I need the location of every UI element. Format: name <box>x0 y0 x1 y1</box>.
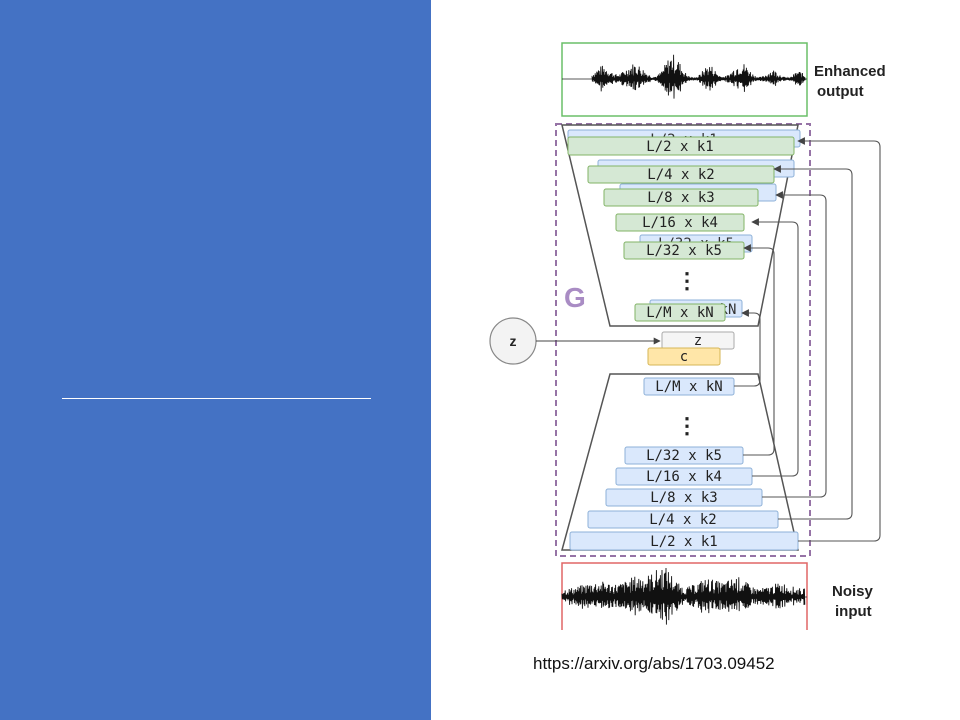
decoder-label-1: L/2 x k1 <box>646 139 713 155</box>
skip-connection-5 <box>743 244 775 456</box>
title-underline <box>62 398 371 399</box>
encoder-funnel-outline <box>561 373 799 551</box>
skip-connection-6 <box>734 309 761 387</box>
encoder-label-4: L/16 x k4 <box>646 469 722 485</box>
title-line-1: Speech <box>741 217 898 269</box>
noisy-input-waveform <box>561 567 806 625</box>
decoder-block-2 <box>587 165 775 184</box>
encoder-ellipsis: ⋮ <box>676 413 698 438</box>
encoder-label-6: L/M x kN <box>655 379 722 395</box>
decoder-label-2: L/4 x k2 <box>647 167 714 183</box>
enhanced-output-waveform <box>591 54 806 99</box>
decoder-label-3: L/8 x k3 <box>647 190 714 206</box>
decoder-block-1 <box>567 136 795 156</box>
decoder-label-4: L/16 x k4 <box>642 215 718 231</box>
encoder-label-1: L/2 x k1 <box>650 534 717 550</box>
decoder-label-5: L/32 x k5 <box>646 243 722 259</box>
skip-connection-3 <box>762 191 827 498</box>
z-latent-label: z <box>694 333 702 349</box>
decoder-blocks: L/2 x k1 L/4 x k2 L/8 x k3 L/16 x k4 L/3… <box>567 136 795 322</box>
generator-label: G <box>564 282 586 313</box>
skip-connection-2 <box>773 165 853 520</box>
decoder-block-3 <box>603 188 759 207</box>
c-thought-vector-block <box>647 347 721 366</box>
skip-connection-4 <box>751 218 799 477</box>
encoder-label-2: L/4 x k2 <box>649 512 716 528</box>
encoder-blocks: L/M x kN ⋮ L/32 x k5 L/16 x k4 L/8 x k3 … <box>569 377 799 551</box>
decoder-funnel-outline <box>561 124 799 327</box>
decoder-ellipsis: ⋮ <box>676 268 698 293</box>
encoder-label-5: L/32 x k5 <box>646 448 722 464</box>
decoder-label-6: L/M x kN <box>646 305 713 321</box>
title-line-3: GAN <box>798 333 898 385</box>
enhanced-label-line-1: Enhanced <box>814 63 886 80</box>
generator-frame <box>555 123 811 557</box>
skip-connection-1 <box>797 137 881 542</box>
segan-architecture-diagram: Enhanced output G L/2 x k1 L/32 x k5 L/2… <box>489 42 886 630</box>
z-node-label: z <box>510 333 517 349</box>
enhanced-label-line-2: output <box>817 83 864 100</box>
noisy-label-line-2: input <box>835 603 872 620</box>
noisy-label-line-1: Noisy <box>832 583 874 600</box>
skip-connections <box>734 137 881 542</box>
title-panel <box>0 0 431 720</box>
c-block-label: c <box>680 349 688 365</box>
encoder-label-3: L/8 x k3 <box>650 490 717 506</box>
source-link[interactable]: https://arxiv.org/abs/1703.09452 <box>533 654 775 673</box>
decoder-block-6 <box>634 303 726 322</box>
decoder-block-4 <box>615 213 745 232</box>
